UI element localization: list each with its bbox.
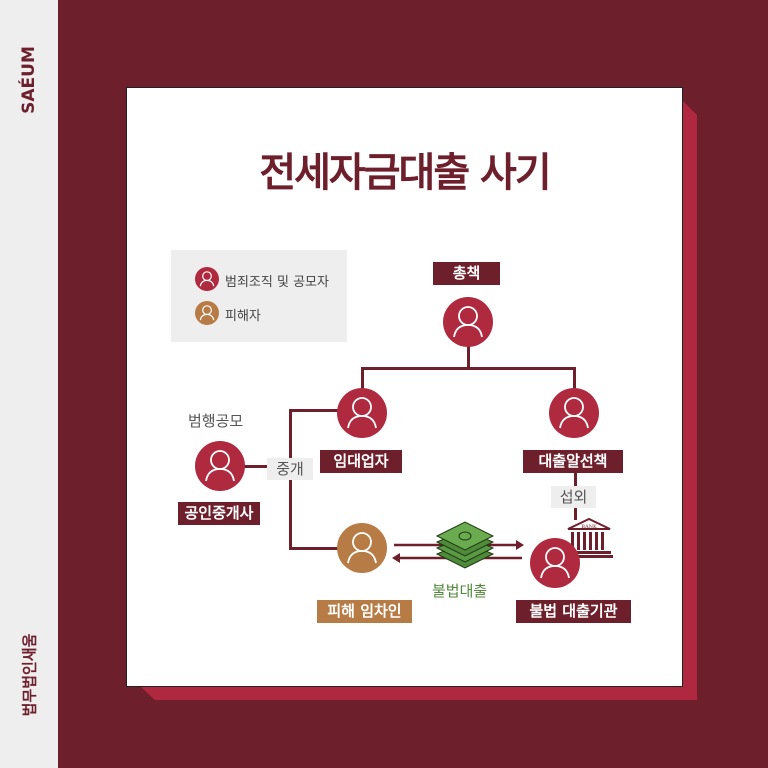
brand-logo: SAÉUM (19, 46, 39, 114)
label-landlord: 임대업자 (320, 450, 402, 473)
legend-victim: 피해자 (225, 309, 261, 324)
illegal-loan-text: 불법대출 (432, 582, 488, 600)
side-strip: SAÉUM 법무법인새움 (0, 0, 58, 768)
label-loan-broker: 대출알선책 (523, 450, 623, 473)
person-realtor (195, 441, 245, 491)
person-loan-broker (549, 388, 599, 438)
person-lender (530, 538, 580, 588)
bank-icon: BANK (565, 517, 613, 558)
connector (361, 367, 364, 391)
recruit-label: 섭외 (551, 486, 596, 508)
legend-criminal: 범죄조직 및 공모자 (225, 275, 329, 290)
connector (361, 367, 575, 370)
person-icon (195, 301, 219, 325)
label-boss: 총책 (433, 262, 500, 285)
person-victim (337, 523, 387, 573)
label-victim: 피해 임차인 (317, 600, 412, 623)
person-icon (195, 267, 219, 291)
firm-name: 법무법인새움 (20, 633, 39, 717)
money-icon (435, 521, 495, 569)
person-landlord (337, 388, 387, 438)
page-title: 전세자금대출 사기 (259, 150, 551, 196)
conspiracy-text: 범행공모 (188, 412, 244, 430)
card (126, 87, 683, 687)
person-boss (443, 297, 493, 347)
mediation-label: 중개 (267, 458, 313, 480)
legend: 범죄조직 및 공모자 피해자 (171, 250, 347, 342)
connector (573, 367, 576, 391)
connector (289, 547, 339, 550)
label-realtor: 공인중개사 (178, 502, 260, 525)
connector (467, 345, 470, 369)
bank-text: BANK (581, 524, 597, 530)
connector (289, 409, 339, 412)
label-lender: 불법 대출기관 (516, 600, 631, 623)
connector (244, 465, 269, 468)
